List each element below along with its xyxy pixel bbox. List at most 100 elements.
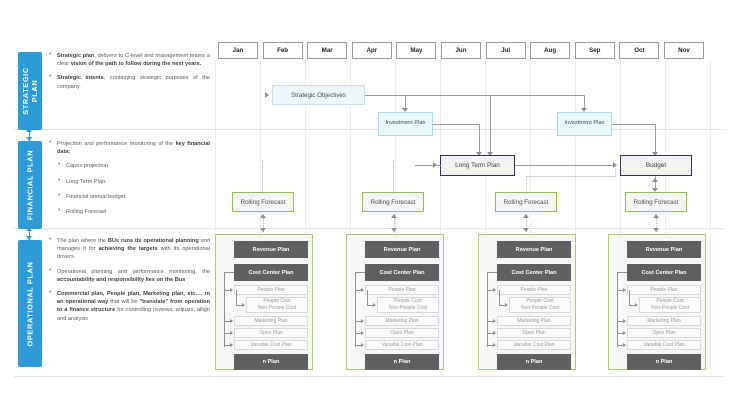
op-node-variable-cost-plan[interactable]: Variable Cost Plan bbox=[234, 340, 308, 350]
timeline-month-mar[interactable]: Mar bbox=[307, 42, 348, 59]
op-node-people-plan[interactable]: People Plan bbox=[234, 285, 308, 295]
op-node-revenue-plan[interactable]: Revenue Plan bbox=[497, 241, 571, 258]
node-budget[interactable]: Budget bbox=[620, 155, 692, 176]
op-node-opex-plan[interactable]: Opex Plan bbox=[365, 328, 439, 338]
op-node-n-plan[interactable]: n Plan bbox=[627, 354, 701, 370]
op-node-people-plan[interactable]: People Plan bbox=[497, 285, 571, 295]
connector-line bbox=[487, 345, 495, 346]
bullet: Capex projection. bbox=[48, 161, 210, 170]
op-node-label: People Cost bbox=[656, 298, 684, 305]
op-node-opex-plan[interactable]: Opex Plan bbox=[497, 328, 571, 338]
arrow-right-icon bbox=[242, 303, 245, 307]
timeline-month-sep[interactable]: Sep bbox=[574, 42, 615, 59]
arrow-up-icon bbox=[260, 214, 266, 218]
timeline-month-jun[interactable]: Jun bbox=[441, 42, 481, 59]
op-node-label: Opex Plan bbox=[259, 329, 283, 336]
op-node-n-plan[interactable]: n Plan bbox=[234, 354, 308, 370]
timeline-month-nov[interactable]: Nov bbox=[664, 42, 704, 59]
op-node-label: Variable Cost Plan bbox=[513, 341, 555, 348]
bullet: Strategic plan, delivers to C-level and … bbox=[48, 51, 210, 68]
op-node-variable-cost-plan[interactable]: Variable Cost Plan bbox=[365, 340, 439, 350]
band-tab-strategic[interactable]: STRATEGIC PLAN bbox=[18, 52, 42, 130]
node-rolling-forecast-4[interactable]: Rolling Forecast bbox=[625, 192, 687, 212]
op-node-people-plan[interactable]: People Plan bbox=[627, 285, 701, 295]
op-node-cost-center-plan[interactable]: Cost Center Plan bbox=[365, 264, 439, 281]
timeline-month-jul[interactable]: Jul bbox=[485, 42, 526, 59]
op-node-cost-center-plan[interactable]: Cost Center Plan bbox=[627, 264, 701, 281]
op-node-n-plan[interactable]: n Plan bbox=[497, 354, 571, 370]
op-node-marketing-plan[interactable]: Marketing Plan bbox=[627, 316, 701, 326]
arrow-down-icon bbox=[476, 152, 482, 156]
band-tab-financial[interactable]: FINANCIAL PLAN bbox=[18, 141, 42, 229]
connector-dotted bbox=[656, 218, 657, 232]
band-tab-operational-label: OPERATIONAL PLAN bbox=[25, 261, 35, 346]
node-rolling-forecast-1[interactable]: Rolling Forecast bbox=[232, 192, 294, 212]
node-investment-plan-1[interactable]: Investment Plan bbox=[378, 112, 433, 136]
connector-line bbox=[617, 290, 625, 291]
arrow-right-icon bbox=[265, 92, 269, 98]
op-node-n-plan[interactable]: n Plan bbox=[365, 354, 439, 370]
connector-line bbox=[612, 124, 656, 125]
connector-line bbox=[224, 290, 232, 291]
op-node-variable-cost-plan[interactable]: Variable Cost Plan bbox=[627, 340, 701, 350]
op-node-marketing-plan[interactable]: Marketing Plan bbox=[497, 316, 571, 326]
node-investment-plan-2[interactable]: Investment Plan bbox=[557, 112, 612, 136]
op-node-marketing-plan[interactable]: Marketing Plan bbox=[234, 316, 308, 326]
op-node-revenue-plan[interactable]: Revenue Plan bbox=[234, 241, 308, 258]
connector-line bbox=[224, 272, 225, 347]
connector-dotted bbox=[615, 165, 616, 177]
timeline-month-may[interactable]: May bbox=[396, 42, 437, 59]
connector-line bbox=[355, 290, 363, 291]
op-node-opex-plan[interactable]: Opex Plan bbox=[627, 328, 701, 338]
connector-line bbox=[526, 176, 616, 177]
connector-line bbox=[236, 305, 244, 306]
node-label: Long Term Plan bbox=[455, 162, 500, 169]
bullet: Operational planning and performance mon… bbox=[48, 267, 210, 284]
op-node-revenue-plan[interactable]: Revenue Plan bbox=[627, 241, 701, 258]
connector-line bbox=[584, 95, 585, 109]
node-strategic-objectives[interactable]: Strategic Objectives bbox=[272, 85, 365, 105]
connector-line bbox=[515, 165, 614, 166]
op-node-marketing-plan[interactable]: Marketing Plan bbox=[365, 316, 439, 326]
timeline-month-jan[interactable]: Jan bbox=[218, 42, 258, 59]
connector-line bbox=[487, 272, 497, 273]
band-separator-3 bbox=[14, 376, 724, 377]
node-long-term-plan[interactable]: Long Term Plan bbox=[440, 155, 515, 176]
node-rolling-forecast-3[interactable]: Rolling Forecast bbox=[495, 192, 557, 212]
op-node-opex-plan[interactable]: Opex Plan bbox=[234, 328, 308, 338]
op-node-revenue-plan[interactable]: Revenue Plan bbox=[365, 241, 439, 258]
op-node-label: Cost Center Plan bbox=[511, 269, 557, 276]
bullet: Strategic intents, containing strategic … bbox=[48, 73, 210, 90]
connector-line bbox=[224, 272, 234, 273]
arrow-up-icon bbox=[652, 178, 658, 182]
op-node-label: Opex Plan bbox=[390, 329, 414, 336]
timeline-month-feb[interactable]: Feb bbox=[262, 42, 303, 59]
op-node-cost-center-plan[interactable]: Cost Center Plan bbox=[234, 264, 308, 281]
op-node-variable-cost-plan[interactable]: Variable Cost Plan bbox=[497, 340, 571, 350]
band-tab-financial-label: FINANCIAL PLAN bbox=[25, 149, 35, 221]
connector-line bbox=[487, 333, 495, 334]
band-tab-operational[interactable]: OPERATIONAL PLAN bbox=[18, 240, 42, 367]
timeline-month-aug[interactable]: Aug bbox=[530, 42, 571, 59]
node-label: Budget bbox=[645, 162, 667, 169]
op-node-cost-center-plan[interactable]: Cost Center Plan bbox=[497, 264, 571, 281]
timeline-month-apr[interactable]: Apr bbox=[351, 42, 392, 59]
timeline-month-oct[interactable]: Oct bbox=[619, 42, 660, 59]
op-node-people-plan[interactable]: People Plan bbox=[365, 285, 439, 295]
connector-dotted bbox=[526, 218, 527, 232]
op-node-label: Non-People Cost bbox=[388, 305, 428, 311]
node-rolling-forecast-2[interactable]: Rolling Forecast bbox=[362, 192, 424, 212]
node-label: Investment Plan bbox=[385, 120, 426, 127]
connector-line bbox=[617, 321, 625, 322]
arrow-right-icon bbox=[230, 331, 233, 335]
